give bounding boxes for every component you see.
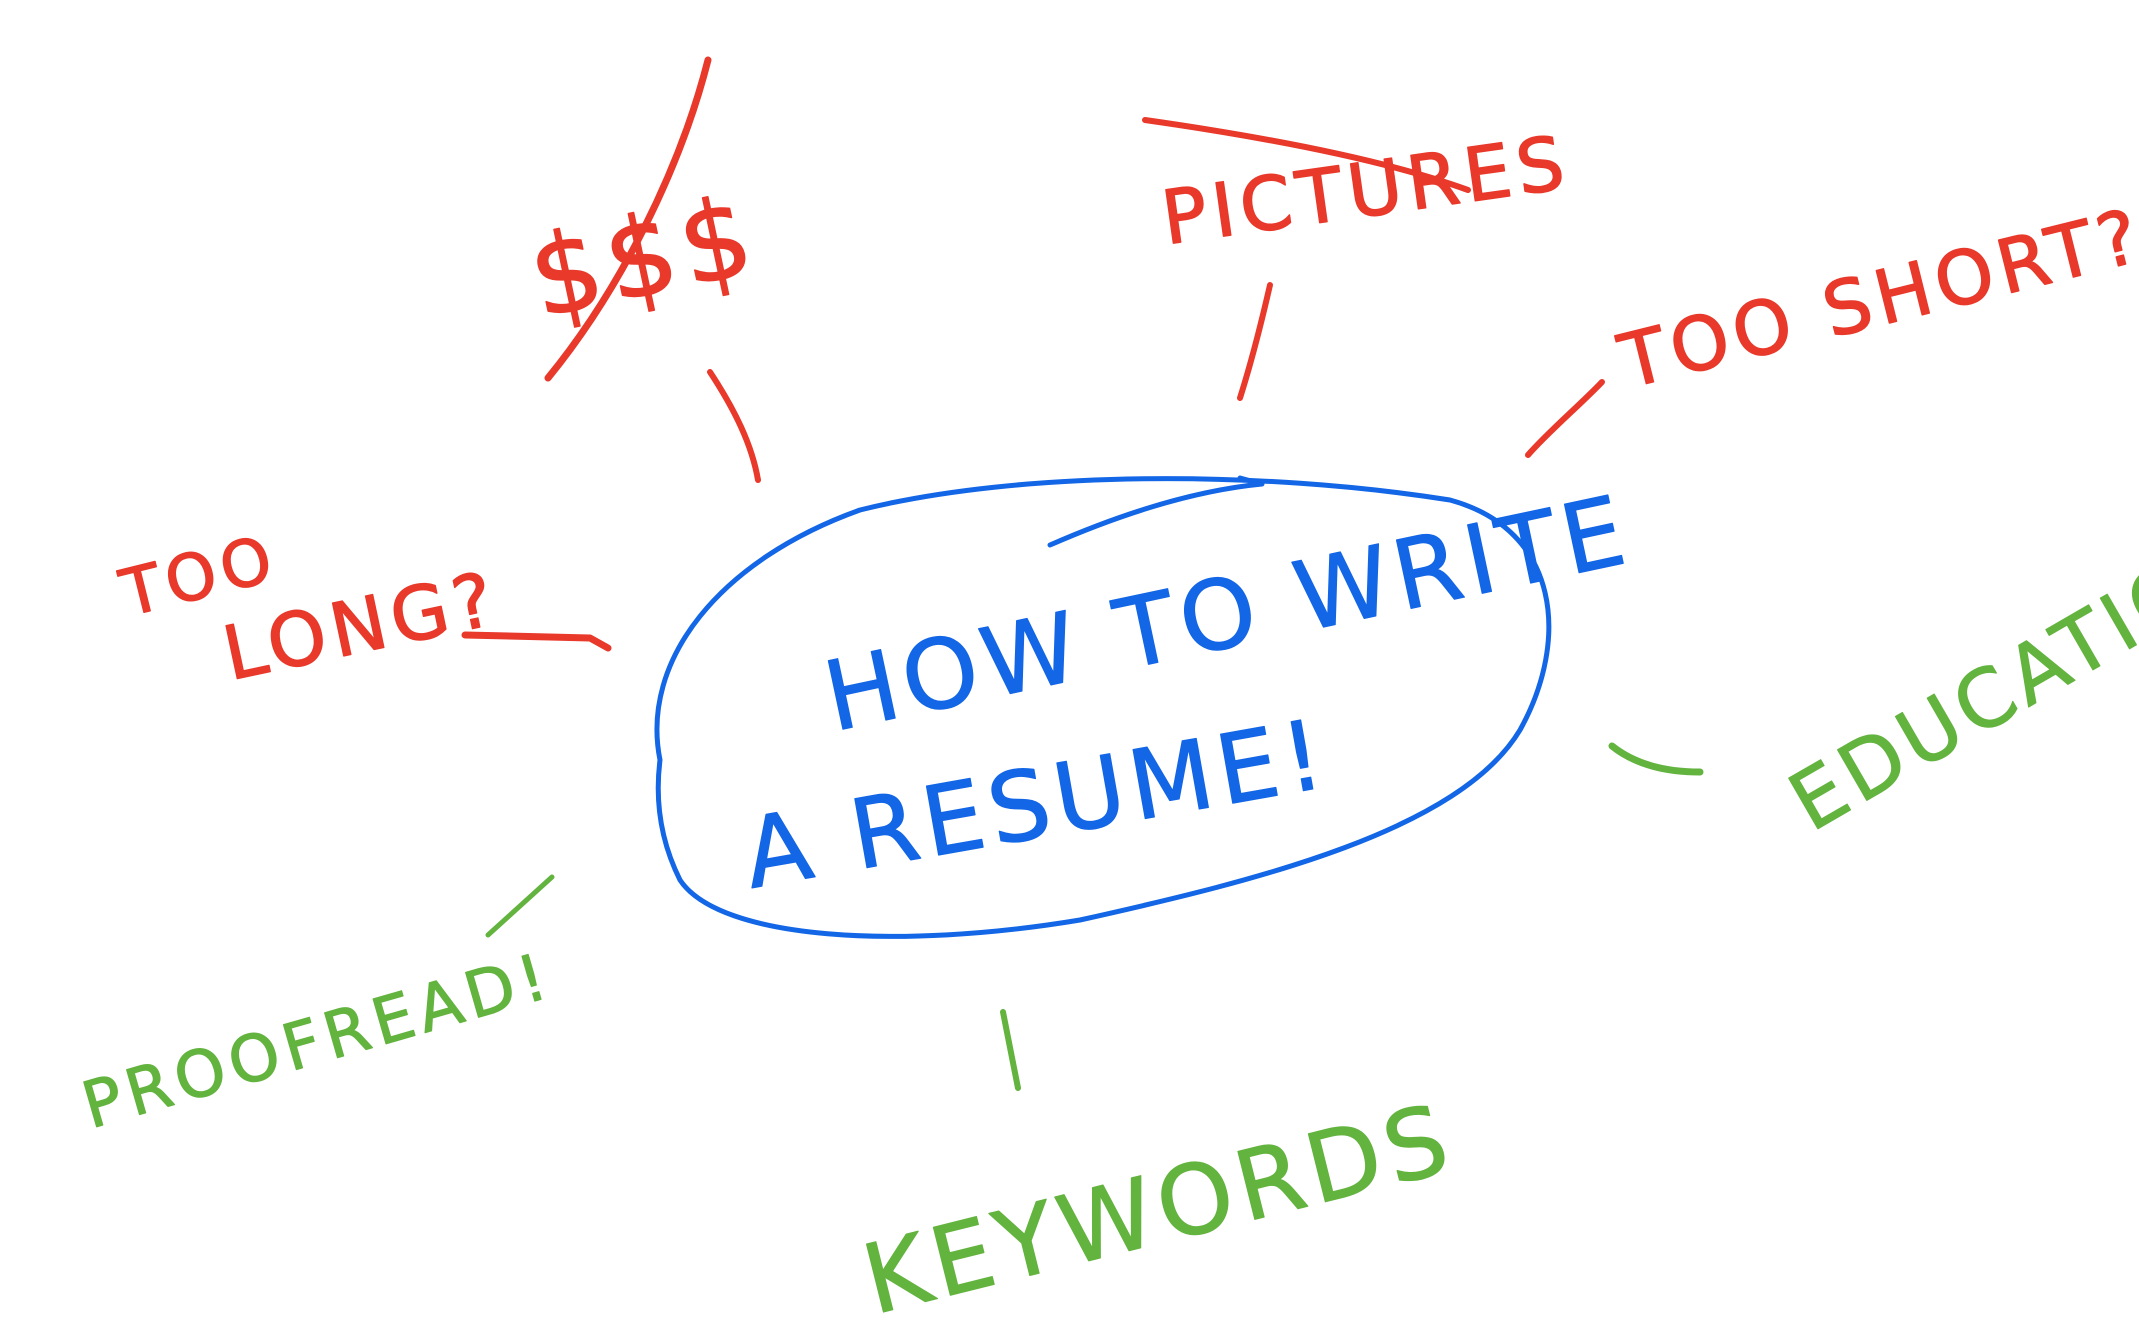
branch-too-short: TOO SHORT?	[1610, 192, 2139, 407]
connector-pictures	[1237, 282, 1273, 401]
branch-pictures-label: PICTURES	[1157, 120, 1576, 262]
branch-education: EDUCATION	[1773, 506, 2139, 850]
branch-keywords-label: KEYWORDS	[853, 1082, 1465, 1336]
branch-too-short-label: TOO SHORT?	[1611, 192, 2139, 406]
center-topic: HOW TO WRITE A RESUME!	[654, 473, 1640, 939]
branch-keywords: KEYWORDS	[852, 1082, 1465, 1338]
branch-education-label: EDUCATION	[1774, 506, 2139, 849]
branch-too-long: TOO LONG?	[112, 521, 507, 698]
center-title-line1: HOW TO WRITE	[815, 474, 1640, 754]
branch-money-label: $$$	[519, 171, 769, 344]
center-ellipse	[654, 476, 1552, 939]
connector-proofread	[485, 874, 555, 938]
branch-pictures: PICTURES	[1142, 117, 1576, 263]
connector-keywords	[1000, 1009, 1021, 1091]
connector-too-short	[1525, 379, 1605, 458]
connector-money	[707, 369, 761, 483]
branch-proofread-label: PROOFREAD!	[75, 939, 561, 1144]
branch-money: $$$	[518, 56, 769, 382]
branch-proofread: PROOFREAD!	[74, 939, 561, 1145]
connector-too-long	[461, 631, 612, 652]
branch-money-strike	[544, 56, 712, 382]
connectors	[461, 282, 1704, 1091]
branch-pictures-strike	[1142, 117, 1471, 193]
connector-education	[1608, 742, 1704, 776]
center-ellipse-overlap	[1047, 475, 1265, 548]
